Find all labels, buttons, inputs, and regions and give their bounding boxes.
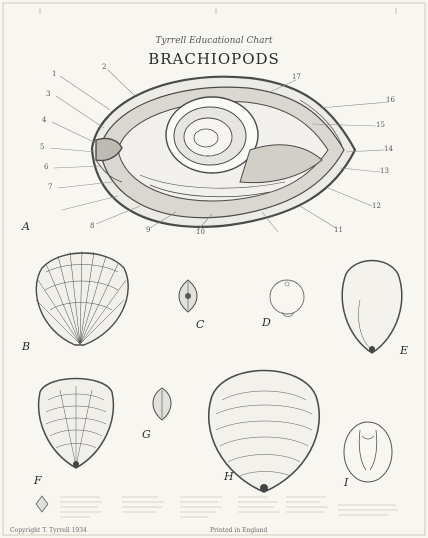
caption-block — [238, 494, 282, 520]
leader-number-6: 6 — [44, 163, 48, 171]
figure-letter-b: B — [22, 340, 30, 353]
leader-number-11: 11 — [334, 226, 343, 234]
chart-title: BRACHIOPODS — [0, 50, 428, 68]
leader-number-17: 17 — [292, 73, 301, 81]
leader-number-8: 8 — [90, 222, 94, 230]
figure-g-small-shell — [153, 388, 171, 420]
figure-letter-e: E — [400, 344, 408, 357]
figure-letter-g: G — [142, 428, 151, 441]
leader-number-12: 12 — [372, 202, 381, 210]
figure-letter-a: A — [22, 220, 30, 233]
figure-i-interior — [344, 422, 392, 482]
figure-e-shell — [342, 261, 402, 354]
leader-number-4: 4 — [42, 116, 46, 124]
figure-b-shell — [36, 251, 128, 345]
figure-d-outline — [270, 280, 304, 317]
top-scale-ticks — [40, 8, 396, 14]
leader-number-10: 10 — [196, 228, 205, 236]
leader-number-15: 15 — [376, 121, 385, 129]
caption-block — [338, 502, 400, 528]
caption-block — [122, 494, 166, 520]
figure-letter-i: I — [344, 476, 348, 489]
leader-number-1: 1 — [52, 70, 56, 78]
figure-letter-d: D — [262, 316, 271, 329]
leader-number-2: 2 — [102, 63, 106, 71]
leader-number-5: 5 — [40, 143, 44, 151]
footer-printer: Printed in England — [210, 527, 267, 534]
figure-c-small-shell-top — [179, 280, 197, 312]
caption-block — [60, 494, 104, 520]
leader-number-7: 7 — [48, 183, 52, 191]
figure-letter-f: F — [34, 474, 42, 487]
figure-a-cross-section — [92, 77, 355, 227]
small-bottom-left-diagram — [36, 496, 48, 512]
leader-number-9: 9 — [146, 226, 150, 234]
leader-number-14: 14 — [384, 145, 393, 153]
figure-letter-h: H — [224, 470, 234, 483]
chart-subtitle: Tyrrell Educational Chart — [0, 36, 428, 46]
leader-number-3: 3 — [46, 90, 50, 98]
caption-block — [180, 494, 224, 520]
leader-number-13: 13 — [380, 167, 389, 175]
footer-copyright: Copyright T. Tyrrell 1934 — [10, 527, 87, 534]
figure-letter-c: C — [196, 318, 204, 331]
leader-number-16: 16 — [386, 96, 395, 104]
caption-block — [286, 494, 330, 520]
figure-f-shell — [39, 379, 114, 469]
